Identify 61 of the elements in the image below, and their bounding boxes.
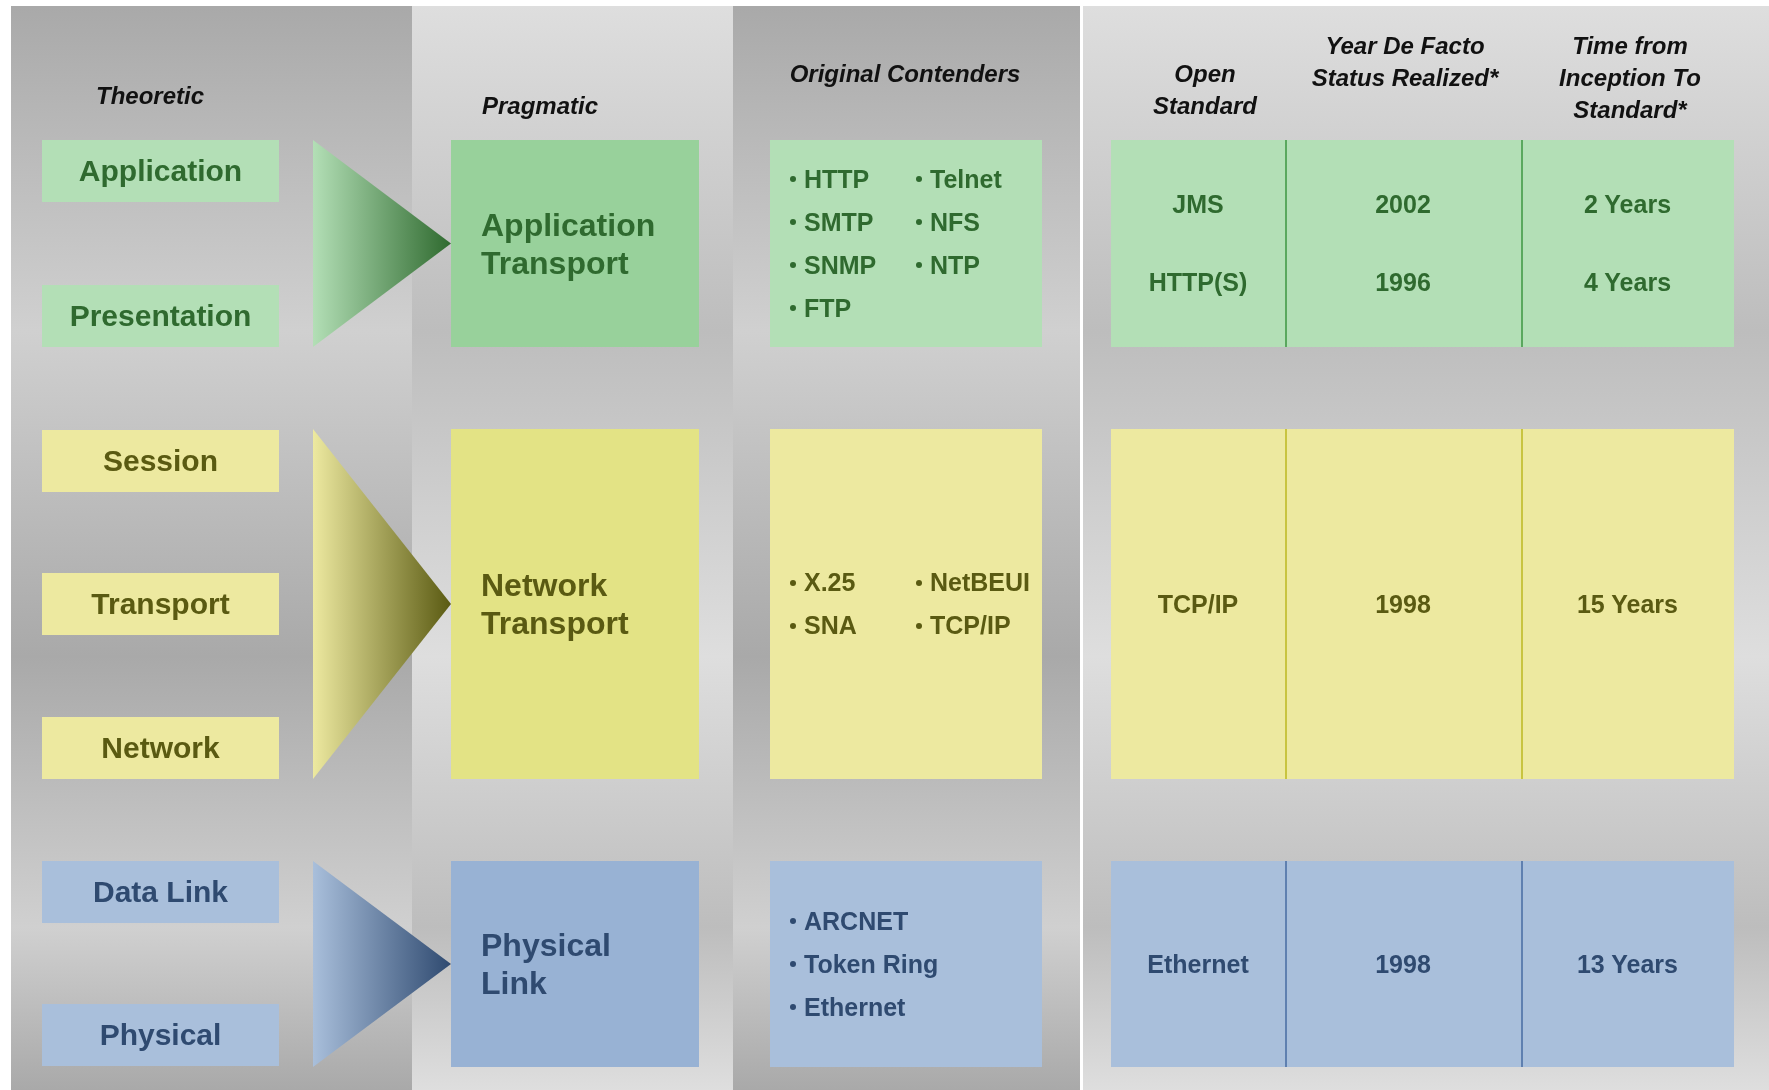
- table-value: 13 Years: [1576, 949, 1678, 978]
- column-heading: Time from Inception To Standard*: [1558, 31, 1702, 125]
- layer-name: Session: [102, 444, 219, 478]
- protocol-list-box: [770, 861, 1042, 1067]
- chevron-arrow: [313, 429, 451, 779]
- column-heading: Open Standard: [1152, 59, 1259, 121]
- layer-name: Physical: [99, 1018, 222, 1052]
- layer-box: [42, 285, 279, 347]
- table-row-band: [1111, 861, 1734, 1067]
- protocol-name: X.25: [804, 568, 856, 597]
- layer-box: [42, 430, 279, 492]
- table-value: 2 Years: [1583, 189, 1672, 218]
- protocol-name: Token Ring: [804, 949, 939, 979]
- layer-name: Transport: [91, 587, 230, 621]
- table-row-band: [1111, 429, 1734, 779]
- table-value: TCP/IP: [1157, 589, 1239, 618]
- protocol-name: Telnet: [930, 164, 1002, 194]
- layer-box: [42, 1004, 279, 1066]
- layer-group-box: [451, 861, 699, 1067]
- column-heading: Year De Facto Status Realized*: [1310, 31, 1500, 93]
- table-value: 15 Years: [1576, 589, 1678, 618]
- layer-group-name: Network Transport: [480, 566, 630, 642]
- layer-box: [42, 861, 279, 923]
- table-value: 2002: [1375, 189, 1431, 218]
- table-value: JMS: [1172, 189, 1224, 218]
- column-heading: Pragmatic: [480, 91, 600, 121]
- protocol-list-box: [770, 429, 1042, 779]
- table-value: 4 Years: [1583, 268, 1672, 297]
- protocol-name: ARCNET: [804, 906, 909, 936]
- layer-group-name: Application Transport: [480, 205, 657, 282]
- layer-box: [42, 573, 279, 635]
- table-value: Ethernet: [1147, 949, 1249, 978]
- protocol-name: NTP: [930, 250, 980, 280]
- table-row-band: [1111, 140, 1734, 347]
- protocol-name: HTTP: [804, 164, 870, 194]
- protocol-list-box: [770, 140, 1042, 347]
- layer-group-box: [451, 140, 699, 347]
- chevron-arrow: [313, 861, 451, 1067]
- layer-box: [42, 717, 279, 779]
- column-heading: Theoretic: [95, 81, 205, 111]
- layer-name: Application: [78, 154, 243, 188]
- layer-name: Presentation: [69, 299, 252, 333]
- protocol-name: NetBEUI: [930, 568, 1030, 597]
- layer-group-box: [451, 429, 699, 779]
- layer-box: [42, 140, 279, 202]
- protocol-name: NFS: [930, 207, 980, 237]
- layer-name: Network: [101, 731, 220, 765]
- protocol-name: Ethernet: [804, 992, 906, 1022]
- protocol-name: TCP/IP: [930, 611, 1011, 640]
- protocol-name: SMTP: [804, 207, 874, 237]
- table-value: 1996: [1375, 268, 1431, 297]
- layer-name: Data Link: [93, 875, 228, 909]
- layer-group-name: Physical Link: [480, 926, 612, 1002]
- protocol-name: SNMP: [804, 250, 877, 280]
- table-value: HTTP(S): [1148, 268, 1248, 297]
- table-value: 1998: [1375, 589, 1431, 618]
- chevron-arrow: [313, 140, 451, 347]
- column-heading: Original Contenders: [788, 59, 1022, 89]
- protocol-name: SNA: [804, 611, 857, 640]
- protocol-name: FTP: [804, 293, 852, 323]
- table-value: 1998: [1375, 949, 1431, 978]
